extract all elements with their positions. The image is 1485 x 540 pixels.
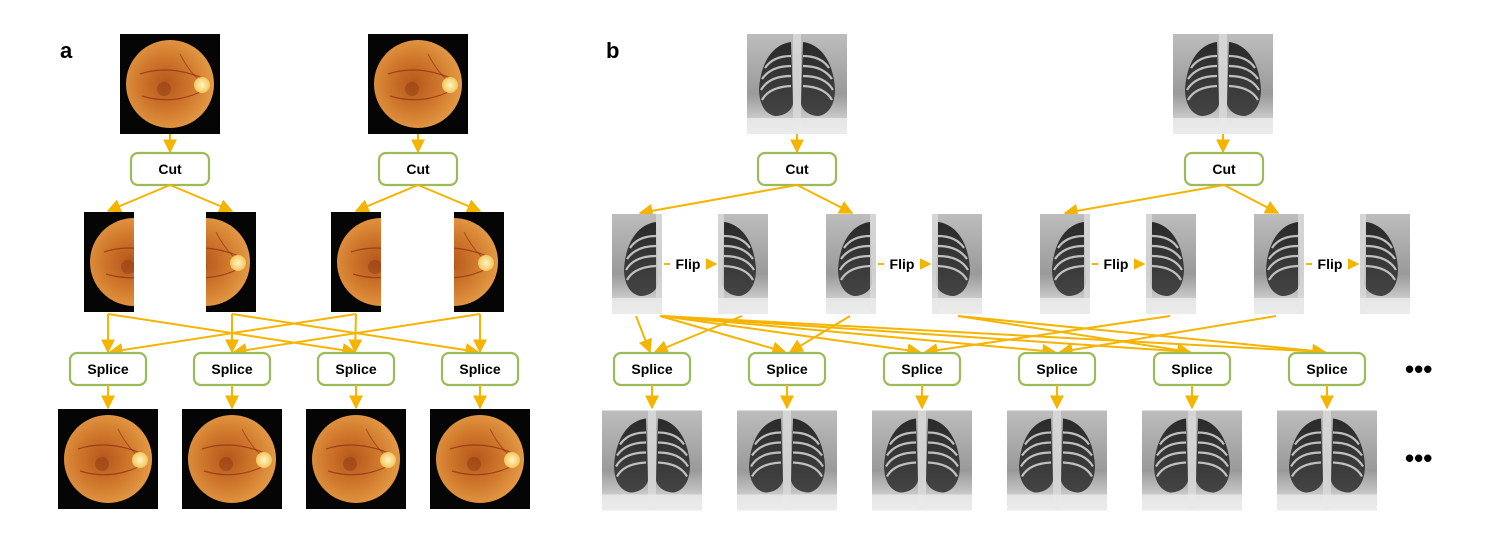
svg-text:Splice: Splice [459, 361, 500, 377]
fundus-output-2 [182, 409, 282, 509]
splice-box-b4: Splice [1017, 351, 1097, 387]
xray-output-5 [1142, 409, 1242, 512]
cut-box-a2: Cut [377, 151, 459, 187]
splice-box-b1: Splice [612, 351, 692, 387]
fundus-output-3 [306, 409, 406, 509]
xray-output-2 [737, 409, 837, 512]
cut-label: Cut [158, 161, 182, 177]
xray-half-3-flipped [1146, 213, 1196, 315]
splice-box-a4: Splice [440, 351, 520, 387]
cut-box-a1: Cut [129, 151, 211, 187]
svg-text:Splice: Splice [631, 361, 672, 377]
xray-image-top-1 [747, 34, 847, 134]
svg-text:Splice: Splice [335, 361, 376, 377]
splice-box-a3: Splice [316, 351, 396, 387]
xray-half-1 [612, 213, 662, 315]
xray-output-3 [872, 409, 972, 512]
cut-label: Cut [406, 161, 430, 177]
xray-half-2-flipped [932, 213, 982, 315]
fundus-half-right-1 [206, 212, 256, 312]
xray-image-top-2 [1173, 34, 1273, 134]
fundus-half-left-1 [84, 212, 134, 312]
fundus-output-4 [430, 409, 530, 509]
xray-half-1-flipped [718, 213, 768, 315]
ellipsis-splice: ••• [1405, 354, 1432, 384]
splice-box-a1: Splice [68, 351, 148, 387]
svg-text:Cut: Cut [1212, 161, 1236, 177]
svg-text:Flip: Flip [890, 256, 915, 272]
splice-arrows-b [635, 315, 1327, 359]
flip-step-3: Flip [1092, 254, 1146, 274]
xray-half-2 [826, 213, 876, 315]
svg-text:Splice: Splice [1306, 361, 1347, 377]
ellipsis-output: ••• [1405, 443, 1432, 473]
xray-half-3 [1040, 213, 1090, 315]
xray-output-6 [1277, 409, 1377, 512]
svg-text:Splice: Splice [87, 361, 128, 377]
svg-text:Splice: Splice [901, 361, 942, 377]
fundus-half-right-2 [454, 212, 504, 312]
cut-box-b2: Cut [1183, 151, 1265, 187]
fundus-half-left-2 [331, 212, 381, 312]
panel-label-a: a [60, 38, 73, 63]
svg-text:Flip: Flip [676, 256, 701, 272]
flip-step-4: Flip [1306, 254, 1360, 274]
xray-output-4 [1007, 409, 1107, 512]
splice-box-b2: Splice [747, 351, 827, 387]
svg-text:Splice: Splice [211, 361, 252, 377]
cut-box-b1: Cut [756, 151, 838, 187]
svg-text:Cut: Cut [785, 161, 809, 177]
svg-text:Flip: Flip [1104, 256, 1129, 272]
flip-step-2: Flip [878, 254, 932, 274]
svg-text:Splice: Splice [766, 361, 807, 377]
splice-arrows-a [101, 313, 487, 358]
fundus-image-top-1 [120, 34, 220, 134]
svg-text:Splice: Splice [1036, 361, 1077, 377]
panel-label-b: b [606, 38, 619, 63]
flip-step-1: Flip [664, 254, 718, 274]
xray-output-1 [602, 409, 702, 512]
splice-box-a2: Splice [192, 351, 272, 387]
splice-box-b6: Splice [1287, 351, 1367, 387]
xray-half-4 [1254, 213, 1304, 315]
splice-box-b5: Splice [1152, 351, 1232, 387]
splice-box-b3: Splice [882, 351, 962, 387]
fundus-image-top-2 [368, 34, 468, 134]
svg-text:Splice: Splice [1171, 361, 1212, 377]
xray-half-4-flipped [1360, 213, 1410, 315]
svg-text:Flip: Flip [1318, 256, 1343, 272]
fundus-output-1 [58, 409, 158, 509]
